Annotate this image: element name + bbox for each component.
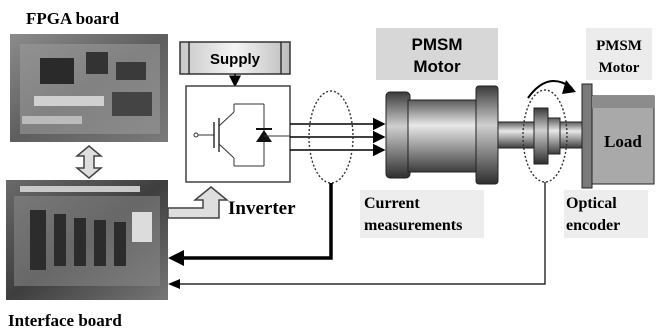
load-block <box>581 83 655 189</box>
current-feedback-line <box>168 183 333 266</box>
motor-right-label-box <box>586 28 652 80</box>
inverter-label: Inverter <box>228 198 296 219</box>
current-sensor-ellipse <box>308 90 354 184</box>
motor-center-line2: Motor <box>413 57 461 76</box>
motor-body <box>385 85 535 185</box>
encoder-feedback-line <box>168 182 546 289</box>
encoder-ellipse <box>522 89 568 183</box>
motor-center-label-box <box>376 28 498 80</box>
phase-lines <box>290 117 386 157</box>
rotation-arrow <box>527 79 576 99</box>
encoder-label-line1: Optical <box>566 195 617 212</box>
encoder-label-box <box>564 190 648 238</box>
load-label: Load <box>604 132 642 151</box>
encoder-assembly <box>533 107 589 165</box>
current-measurements-line1: Current <box>364 195 420 212</box>
motor-center-line1: PMSM <box>412 35 463 54</box>
motor-right-line2: Motor <box>599 60 640 76</box>
current-measurements-line2: measurements <box>364 217 462 234</box>
interface-board-label: Interface board <box>8 311 122 330</box>
board-link-double-arrow <box>74 145 104 179</box>
inverter-box <box>185 85 291 183</box>
fpga-board-label: FPGA board <box>26 9 120 28</box>
interface-to-inverter-arrow <box>167 186 230 219</box>
supply-label: Supply <box>210 51 261 68</box>
motor-right-line1: PMSM <box>596 38 642 54</box>
encoder-label-line2: encoder <box>566 217 620 234</box>
interface-board-photo <box>6 180 168 300</box>
current-measurements-box <box>360 190 484 238</box>
fpga-board-photo <box>10 34 168 142</box>
supply-box <box>179 41 291 75</box>
